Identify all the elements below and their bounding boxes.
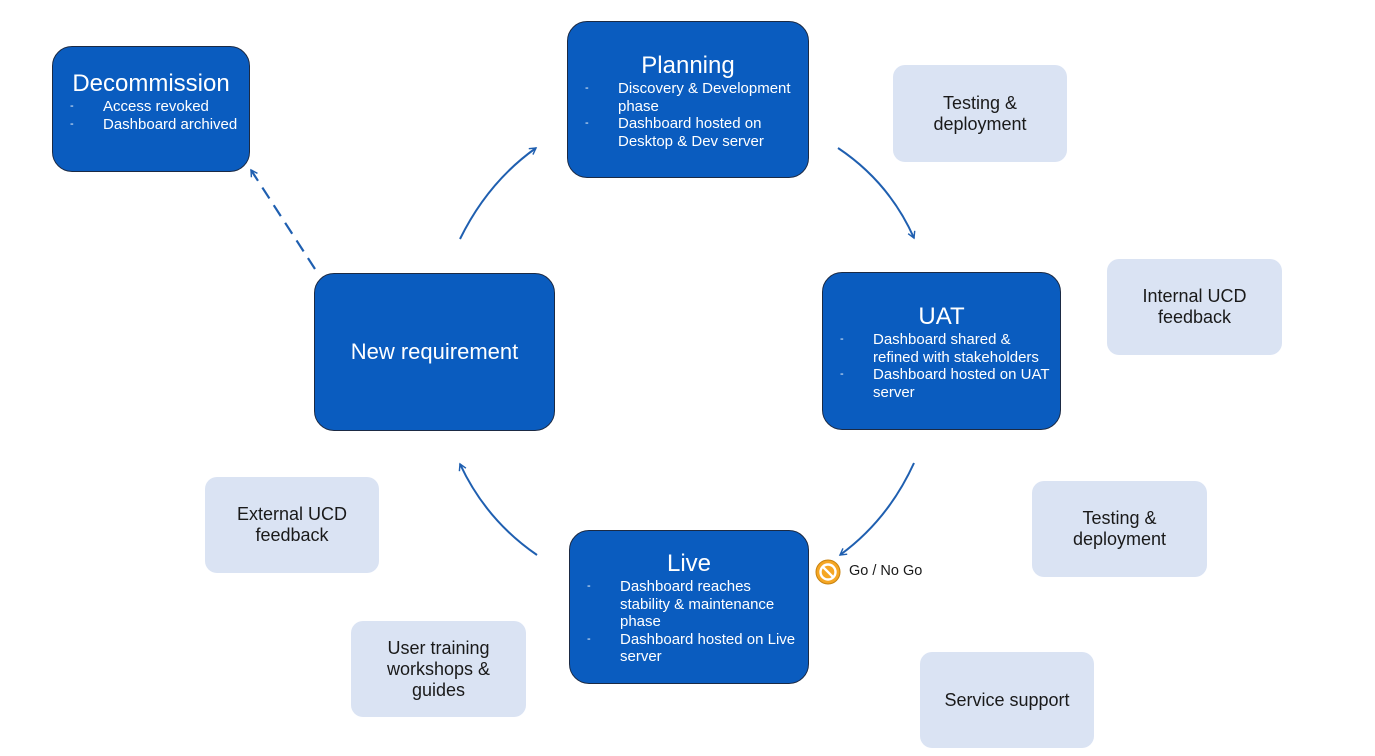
stage-planning-bullets: -Discovery & Development phase -Dashboar… xyxy=(585,80,801,150)
no-entry-icon xyxy=(815,559,841,585)
side-box-label: User training workshops & guides xyxy=(386,637,491,700)
arrow-new-requirement-to-planning xyxy=(459,147,538,240)
bullet-item: -Dashboard hosted on Desktop & Dev serve… xyxy=(585,115,764,150)
bullet-item: -Dashboard hosted on UAT server xyxy=(840,366,1050,401)
stage-new-requirement-title: New requirement xyxy=(350,339,519,364)
go-no-go-label: Go / No Go xyxy=(849,563,923,579)
side-box-user-training: User training workshops & guides xyxy=(351,621,526,717)
stage-live-title: Live xyxy=(666,550,712,577)
side-box-label: Service support xyxy=(944,689,1070,710)
stage-uat-title: UAT xyxy=(918,303,965,330)
side-box-external-ucd-feedback: External UCD feedback xyxy=(205,477,379,573)
bullet-item: -Discovery & Development phase xyxy=(585,80,791,115)
stage-planning-title: Planning xyxy=(641,52,735,79)
arrow-live-to-new-requirement xyxy=(458,462,538,556)
bullet-item: -Dashboard reaches stability & maintenan… xyxy=(587,578,775,630)
bullet-item: -Dashboard archived xyxy=(70,115,238,133)
arrow-new-requirement-to-decommission xyxy=(250,168,316,270)
stage-decommission-title: Decommission xyxy=(72,70,230,97)
stage-new-requirement: New requirement xyxy=(314,273,555,431)
side-box-label: Internal UCD feedback xyxy=(1142,286,1247,327)
side-box-testing-deployment-bottom: Testing & deployment xyxy=(1032,481,1207,577)
bullet-item: -Access revoked xyxy=(70,98,209,115)
side-box-service-support: Service support xyxy=(920,652,1094,748)
side-box-label: Testing & deployment xyxy=(1072,508,1167,549)
stage-live: Live -Dashboard reaches stability & main… xyxy=(569,530,809,684)
stage-uat-bullets: -Dashboard shared & refined with stakeho… xyxy=(840,331,1055,401)
bullet-item: -Dashboard hosted on Live server xyxy=(587,630,796,666)
side-box-label: External UCD feedback xyxy=(236,504,348,545)
bullet-item: -Dashboard shared & refined with stakeho… xyxy=(840,331,1039,366)
arrow-uat-to-live xyxy=(838,462,915,556)
side-box-testing-deployment-top: Testing & deployment xyxy=(893,65,1067,162)
side-box-internal-ucd-feedback: Internal UCD feedback xyxy=(1107,259,1282,355)
stage-planning: Planning -Discovery & Development phase … xyxy=(567,21,809,178)
stage-uat: UAT -Dashboard shared & refined with sta… xyxy=(822,272,1061,430)
side-box-label: Testing & deployment xyxy=(933,92,1027,134)
stage-live-bullets: -Dashboard reaches stability & maintenan… xyxy=(587,578,805,666)
stage-decommission-bullets: -Access revoked -Dashboard archived xyxy=(70,98,240,133)
arrow-planning-to-uat xyxy=(837,147,916,240)
stage-decommission: Decommission -Access revoked -Dashboard … xyxy=(52,46,250,172)
